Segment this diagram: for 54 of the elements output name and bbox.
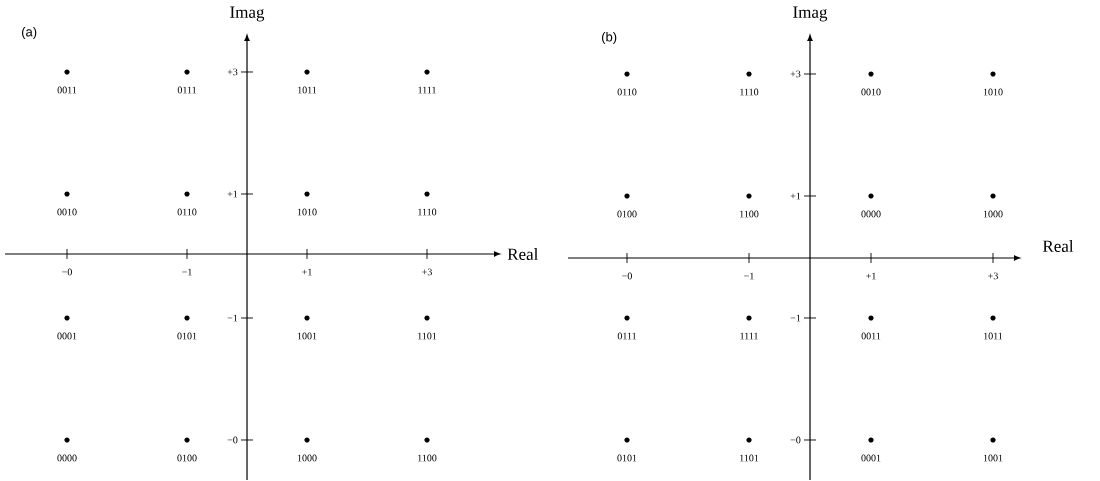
bit-label: 0101 [177,332,197,340]
tick-label: −1 [790,314,801,322]
bit-label: 0001 [57,332,77,340]
bit-label: 1011 [298,86,317,94]
bit-label: 0111 [617,332,637,340]
tick-label: −1 [227,314,238,322]
bit-label: 1001 [983,454,1003,462]
axis-title: Real [507,248,538,260]
bit-label: 1101 [418,332,437,340]
tick-label: −0 [62,268,72,276]
bit-label: 1010 [983,88,1003,96]
bit-label: 0011 [861,332,881,340]
bit-label: 1111 [418,86,436,94]
tick-label: +3 [790,70,801,78]
bit-label: 0010 [861,88,881,96]
tick-label: −1 [744,272,754,280]
bit-label: 0011 [57,86,77,94]
bit-label: 1100 [740,210,759,218]
bit-label: 1001 [297,332,317,340]
tick-label: +1 [302,268,312,276]
tick-label: +3 [988,272,998,280]
bit-label: 1000 [983,210,1003,218]
axis-title: Imag [230,6,265,22]
bit-label: 1100 [418,454,437,462]
axis-title: Real [1042,240,1074,252]
bit-label: 0000 [57,454,77,462]
panel-label: (a) [22,26,37,40]
bit-label: 1111 [740,332,758,340]
bit-label: 0010 [57,208,77,216]
bit-label: 1011 [984,332,1003,340]
bit-label: 0111 [177,86,197,94]
bit-label: 1101 [740,454,759,462]
bit-label: 0001 [861,454,881,462]
bit-label: 0110 [617,88,637,96]
bit-label: 1110 [740,88,759,96]
tick-label: +3 [422,268,432,276]
tick-label: −0 [227,436,238,444]
tick-label: −1 [182,268,192,276]
bit-label: 1110 [418,208,437,216]
bit-label: 0100 [177,454,197,462]
bit-label: 0000 [861,210,881,218]
bit-label: 1010 [297,208,317,216]
bit-label: 1000 [297,454,317,462]
tick-label: +1 [866,272,876,280]
tick-label: +3 [227,68,238,76]
axis-title: Imag [793,6,828,22]
panel-label: (b) [602,31,617,45]
bit-label: 0100 [617,210,637,218]
bit-label: 0101 [617,454,637,462]
bit-label: 0110 [177,208,197,216]
tick-label: +1 [227,190,238,198]
tick-label: −0 [790,436,801,444]
tick-label: −0 [622,272,632,280]
tick-label: +1 [790,192,801,200]
